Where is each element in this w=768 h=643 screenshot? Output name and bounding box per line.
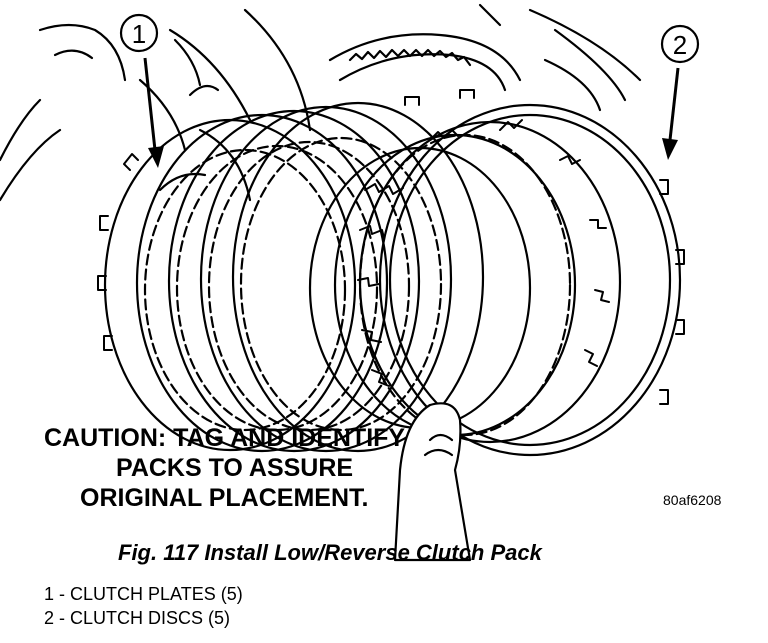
callout-2-number: 2 xyxy=(673,30,687,60)
clutch-plates xyxy=(103,101,485,453)
hand xyxy=(393,402,472,562)
transmission-case-outline xyxy=(0,3,642,202)
callout-1-number: 1 xyxy=(132,19,146,49)
caution-line-1: CAUTION: TAG AND IDENTIFY xyxy=(44,424,406,452)
figure-caption: Fig. 117 Install Low/Reverse Clutch Pack xyxy=(118,540,542,565)
hub-spline xyxy=(348,48,472,67)
legend-item-clutch-discs: 2 - CLUTCH DISCS (5) xyxy=(44,608,231,628)
legend-item-clutch-plates: 1 - CLUTCH PLATES (5) xyxy=(44,584,243,604)
caution-line-3: ORIGINAL PLACEMENT. xyxy=(80,484,369,512)
figure-code: 80af6208 xyxy=(663,492,722,508)
disc-spline-teeth xyxy=(357,119,610,387)
front-clutch-plate xyxy=(308,103,682,457)
callout-1: 1 xyxy=(119,13,164,168)
callout-2: 2 xyxy=(660,24,700,160)
plate-tabs xyxy=(97,89,685,405)
caution-line-2: PACKS TO ASSURE xyxy=(116,454,354,482)
